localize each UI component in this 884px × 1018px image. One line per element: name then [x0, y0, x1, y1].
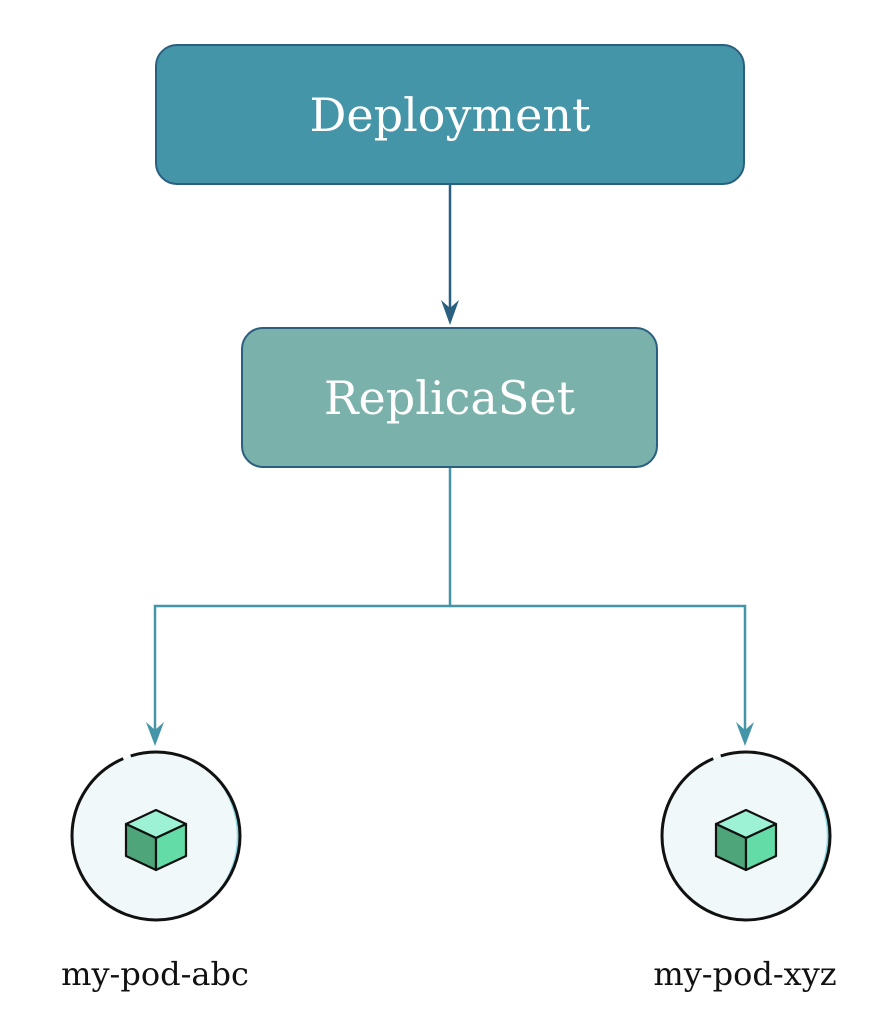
- arrowhead-replicaset: [441, 300, 459, 325]
- pod-node-xyz[interactable]: [658, 748, 834, 924]
- deployment-label: Deployment: [309, 87, 591, 142]
- pod-label-xyz: my-pod-xyz: [653, 955, 837, 993]
- replicaset-node[interactable]: ReplicaSet: [241, 327, 658, 468]
- replicaset-label: ReplicaSet: [323, 370, 576, 425]
- pod-node-abc[interactable]: [68, 748, 244, 924]
- connector-replicaset-pod-xyz: [450, 604, 747, 740]
- pod-circle: [660, 750, 832, 922]
- pod-label-abc: my-pod-abc: [61, 955, 249, 993]
- arrowhead-pod-xyz: [736, 722, 754, 746]
- deployment-node[interactable]: Deployment: [155, 44, 745, 185]
- pod-circle: [70, 750, 242, 922]
- cube-icon: [714, 808, 778, 872]
- connector-replicaset-pod-abc: [153, 468, 452, 740]
- cube-icon: [124, 808, 188, 872]
- arrowhead-pod-abc: [146, 722, 164, 746]
